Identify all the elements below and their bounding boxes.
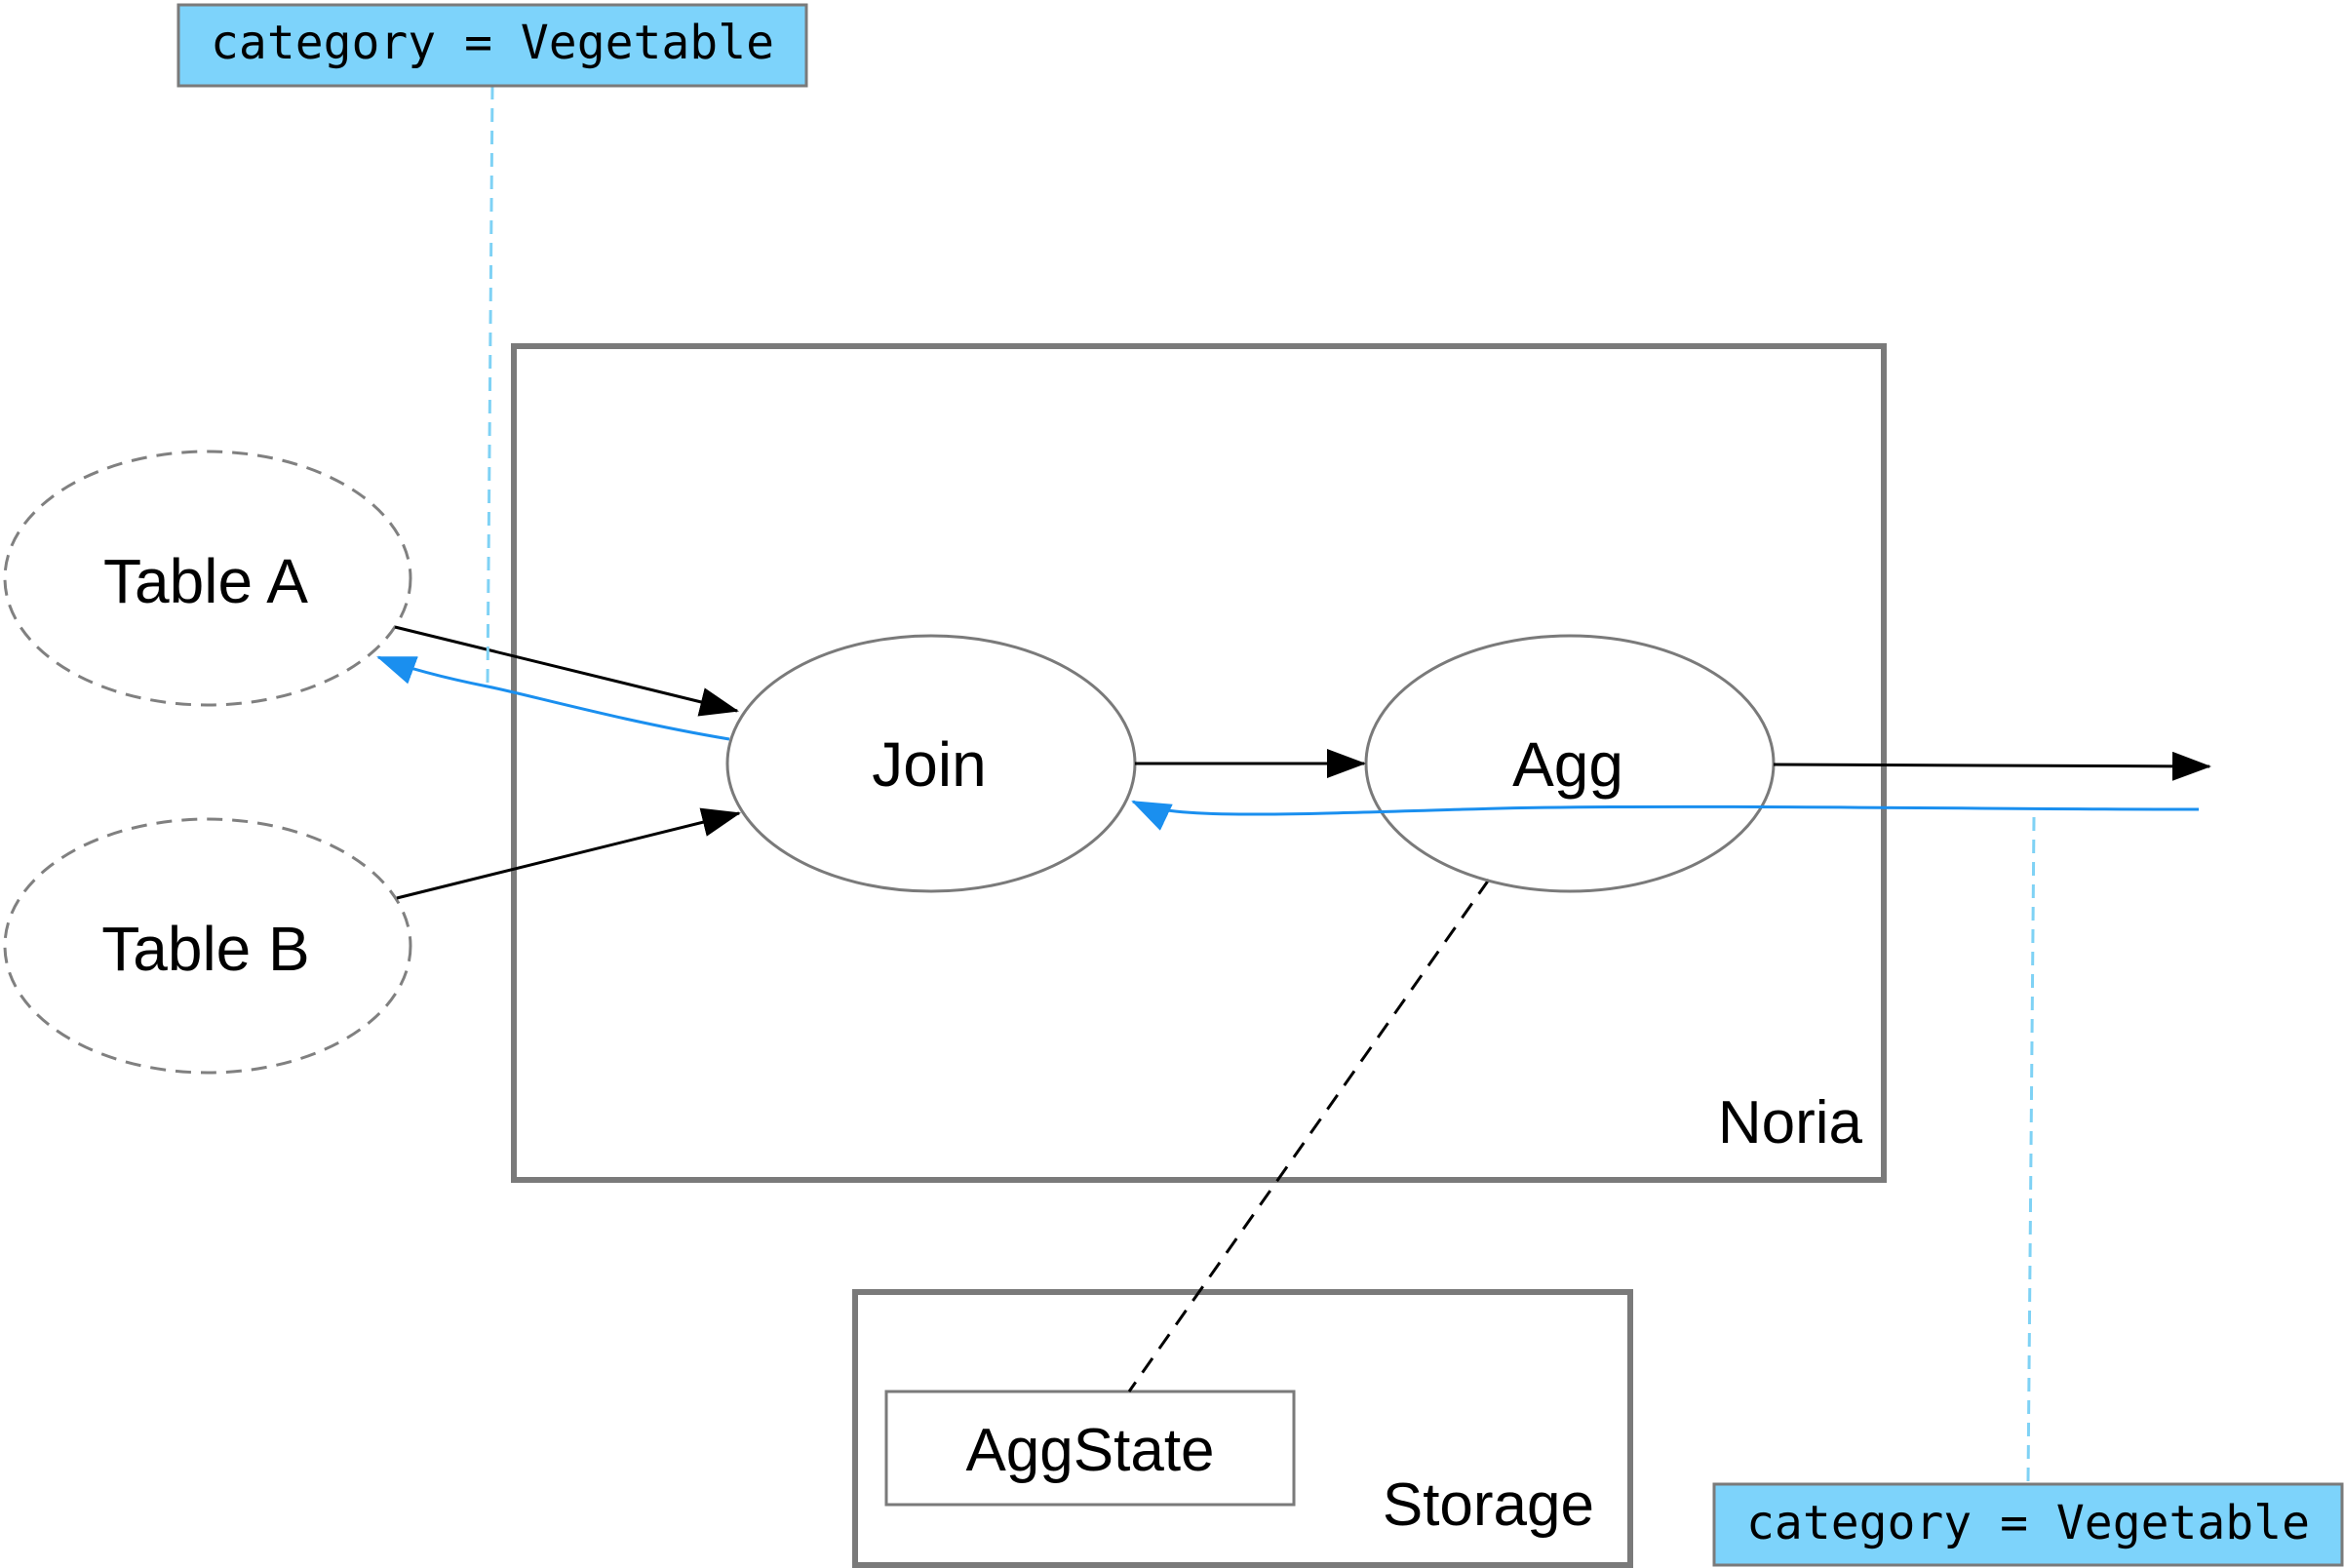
upquery-path-to-table-a [376, 655, 730, 741]
edge-agg-output [1773, 751, 2211, 781]
agg-label: Agg [1512, 729, 1623, 800]
join-label: Join [872, 729, 986, 800]
callout-bottom-box [1712, 1482, 2344, 1567]
agg-storage-link [1127, 879, 1491, 1392]
callout-bottom-text: category = Vegetable [1746, 1496, 2310, 1550]
edge-table-a-to-join [394, 625, 739, 717]
callout-top-connector [486, 85, 494, 689]
upquery-path-to-join [1131, 800, 2200, 831]
agg-node [1364, 634, 1776, 893]
noria-label: Noria [1718, 1089, 1863, 1156]
aggstate-box [884, 1390, 1296, 1507]
storage-label: Storage [1383, 1471, 1594, 1539]
noria-container [511, 343, 1887, 1183]
callout-top-box [176, 3, 808, 88]
table-a-node [3, 450, 412, 707]
callout-top-text: category = Vegetable [211, 16, 774, 70]
storage-container [852, 1289, 1633, 1568]
table-a-label: Table A [103, 546, 308, 616]
edge-table-b-to-join [396, 807, 741, 900]
table-b-label: Table B [101, 914, 309, 984]
aggstate-label: AggState [965, 1417, 1214, 1484]
callout-bottom-connector [2026, 816, 2036, 1483]
table-b-node [3, 817, 412, 1075]
